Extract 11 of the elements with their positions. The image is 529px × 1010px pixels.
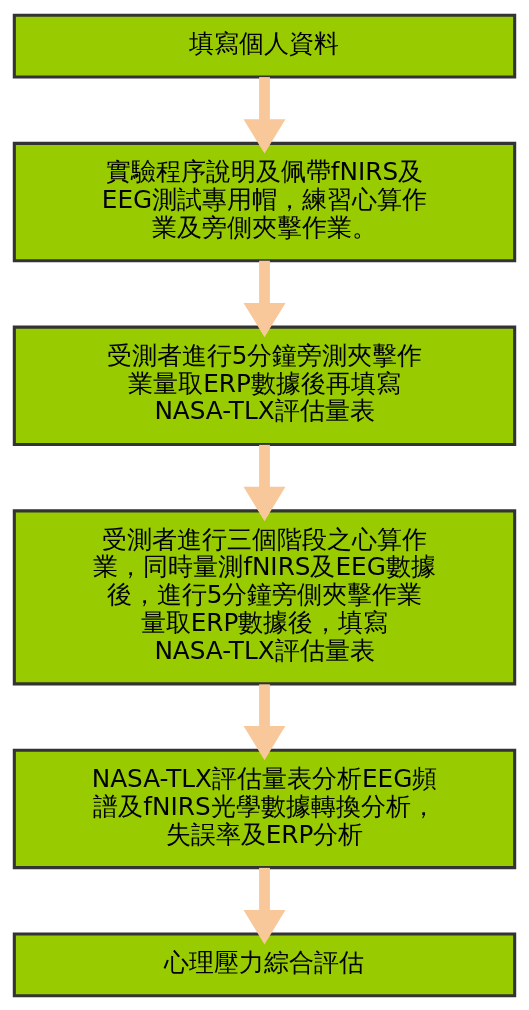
node-box: 心理壓力綜合評估 [12,932,517,997]
node-box: 受測者進行三個階段之心算作業，同時量測fNIRS及EEG數據後，進行5分鐘旁側夾擊作業量取ERP數據後，填寫NASA-TLX評估量表 [12,508,517,685]
arrow [243,444,286,521]
node-box: 實驗程序說明及佩帶fNIRS及EEG測試專用帽，練習心算作業及旁側夾擊作業。 [12,141,517,262]
arrow [243,867,286,944]
arrow [243,683,286,760]
node-box: 受測者進行5分鐘旁測夾擊作業量取ERP數據後再填寫NASA-TLX評估量表 [12,325,517,446]
arrow [243,260,286,337]
node-box: 填寫個人資料 [12,13,517,78]
node-box: NASA-TLX評估量表分析EEG頻譜及fNIRS光學數據轉換分析，失誤率及ERP分析 [12,748,517,869]
arrow [243,76,286,154]
